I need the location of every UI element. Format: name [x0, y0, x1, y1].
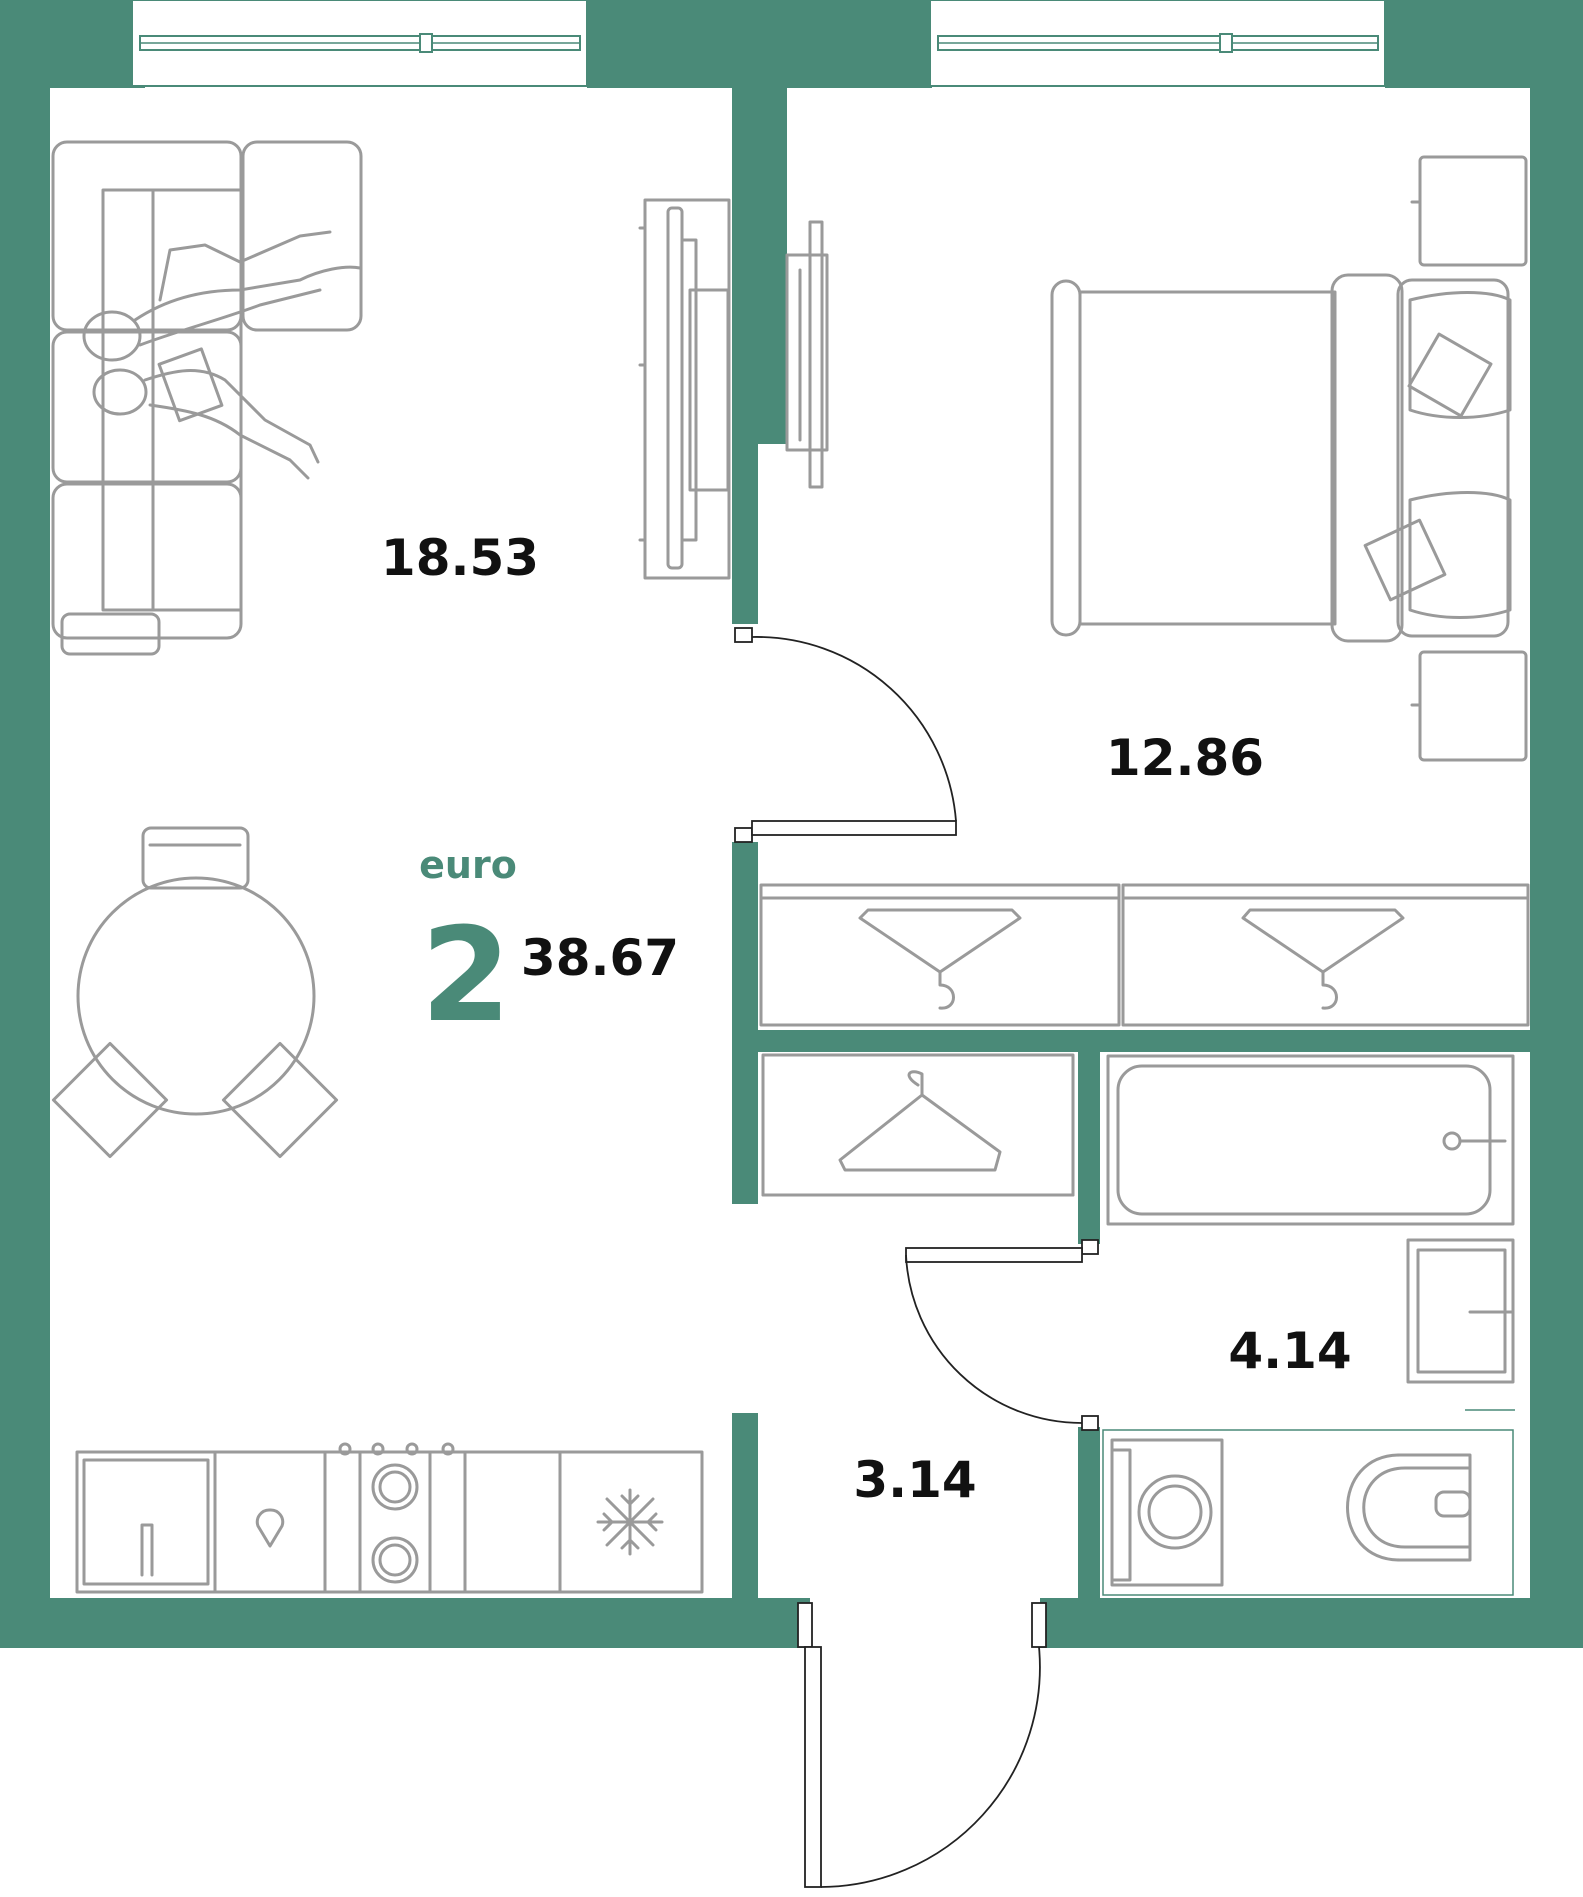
wall-bath-top [758, 1030, 1530, 1052]
wall-partition-top [732, 88, 787, 444]
sofa-icon [51, 140, 363, 656]
bathtub-icon [1106, 1054, 1515, 1226]
wall-bath-left-low [1078, 1427, 1100, 1603]
dining-table-icon [76, 876, 316, 1116]
people-icon [82, 230, 362, 480]
bed-icon [1050, 273, 1512, 643]
wall-bottom-left [0, 1598, 810, 1648]
wall-right [1530, 0, 1583, 1648]
wall-top-3 [1385, 0, 1583, 88]
chair-icon [141, 826, 250, 890]
window-icon [929, 0, 1386, 87]
tv-stand-icon [785, 220, 829, 489]
wall-bath-left [1078, 1052, 1100, 1244]
door-icon [734, 627, 957, 843]
hanger-icon [838, 1070, 1002, 1172]
wall-partition-low [732, 842, 758, 1204]
wardrobe-icon [761, 1053, 1075, 1197]
wall-partition-mid [732, 444, 758, 624]
snowflake-icon [596, 1488, 664, 1556]
wall-left [0, 0, 50, 1648]
nightstand-icon [1410, 650, 1528, 762]
walls [0, 0, 1583, 1648]
room-area-hallway: 3.14 [853, 1451, 976, 1509]
wall-bottom-right [1040, 1598, 1583, 1648]
washing-machine-icon [1110, 1438, 1224, 1587]
hanger-icon [1241, 908, 1405, 1010]
wall-top-2 [587, 0, 932, 88]
window-icon [131, 0, 588, 87]
wall-partition-bottom [732, 1413, 758, 1603]
nightstand-icon [1410, 155, 1528, 267]
chair-icon [221, 1041, 339, 1159]
kitchen-counter [75, 1450, 704, 1594]
sink-icon [1406, 1238, 1515, 1384]
apartment-total-area: 38.67 [521, 929, 679, 987]
apartment-rooms-count: 2 [421, 899, 511, 1051]
room-area-bathroom: 4.14 [1228, 1322, 1351, 1380]
door-icon [797, 1602, 1047, 1888]
room-area-bedroom: 12.86 [1106, 729, 1264, 787]
wardrobe-icon [759, 883, 1530, 1027]
kitchen-sink-icon [82, 1458, 285, 1586]
bathroom-fixtures [1102, 1409, 1515, 1596]
wall-top-1 [0, 0, 145, 88]
room-area-living: 18.53 [381, 529, 539, 587]
door-icon [905, 1239, 1099, 1431]
stove-icon [338, 1442, 455, 1584]
apartment-type-label: euro [419, 843, 517, 887]
chair-icon [51, 1041, 169, 1159]
hanger-icon [858, 908, 1022, 1010]
toilet-icon [1346, 1453, 1472, 1562]
tv-stand-icon [638, 198, 731, 580]
